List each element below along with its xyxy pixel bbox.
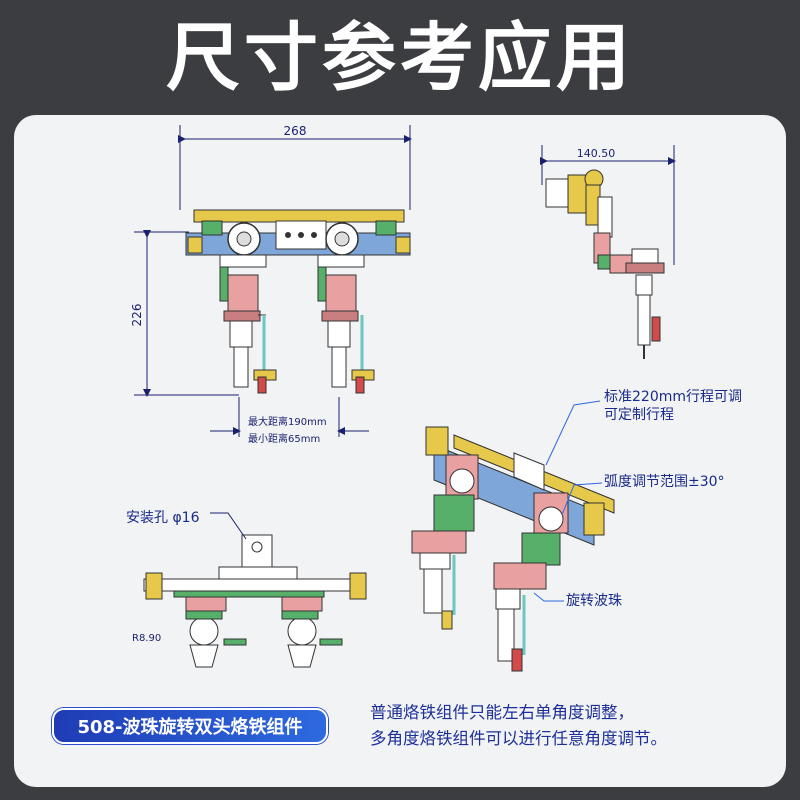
note-line: 多角度烙铁组件可以进行任意角度调节。 <box>370 729 667 748</box>
note-line: 普通烙铁组件只能左右单角度调整， <box>370 703 634 722</box>
width-dimension: 268 <box>284 124 307 138</box>
radius-label: R8.90 <box>132 633 161 644</box>
technical-drawing: 268 226 最大距离190mm 最小距离65mm 140.50 <box>130 124 676 672</box>
isometric-view-drawing <box>411 400 615 672</box>
side-width-dimension: 140.50 <box>577 147 616 160</box>
rotate-callout: 旋转波珠 <box>566 593 622 609</box>
page-title: 尺寸参考应用 <box>166 15 634 101</box>
description-note: 普通烙铁组件只能左右单角度调整， 多角度烙铁组件可以进行任意角度调节。 <box>370 700 770 752</box>
product-badge: 508-波珠旋转双头烙铁组件 <box>52 708 328 744</box>
max-distance-label: 最大距离190mm <box>248 415 327 428</box>
min-distance-label: 最小距离65mm <box>248 432 320 445</box>
mount-hole-callout: 安装孔 φ16 <box>126 510 200 526</box>
top-view-drawing <box>143 512 367 668</box>
height-dimension: 226 <box>130 304 144 327</box>
front-view-drawing <box>134 125 412 437</box>
arc-callout: 弧度调节范围±30° <box>604 474 725 490</box>
diagram-panel: 268 226 最大距离190mm 最小距离65mm 140.50 <box>14 115 786 787</box>
travel-callout: 标准220mm行程可调 可定制行程 <box>604 389 742 423</box>
side-view-drawing <box>540 145 676 359</box>
